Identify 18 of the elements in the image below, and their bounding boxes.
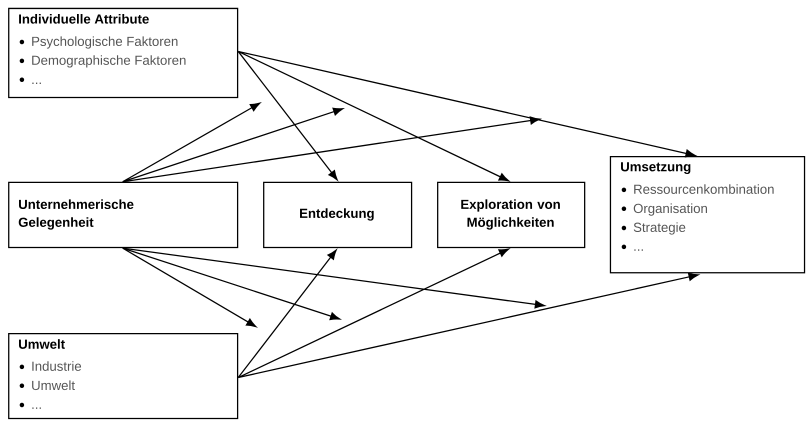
arrow bbox=[238, 50, 509, 182]
text-box: Individuelle Attribute Psychologische Faktoren Demographische Faktoren ... bbox=[8, 8, 238, 98]
arrow bbox=[238, 272, 699, 378]
arrow bbox=[238, 250, 337, 378]
arrow bbox=[238, 51, 338, 180]
arrow bbox=[238, 50, 696, 158]
arrow bbox=[122, 102, 260, 182]
arrow bbox=[122, 116, 540, 182]
arrow bbox=[238, 248, 509, 378]
arrow bbox=[122, 108, 344, 182]
arrow bbox=[122, 248, 340, 320]
text-box: Unternehmerische Gelegenheit bbox=[8, 182, 238, 248]
text-box: Exploration von Möglichkeiten bbox=[437, 182, 586, 248]
arrow bbox=[122, 248, 256, 328]
text-box: Umwelt Industrie Umwelt ... bbox=[8, 333, 238, 420]
text-box: Umsetzung Ressourcenkombination Organisation Strategie ... bbox=[610, 156, 806, 274]
arrow bbox=[122, 248, 545, 308]
text-box: Entdeckung bbox=[263, 182, 412, 248]
